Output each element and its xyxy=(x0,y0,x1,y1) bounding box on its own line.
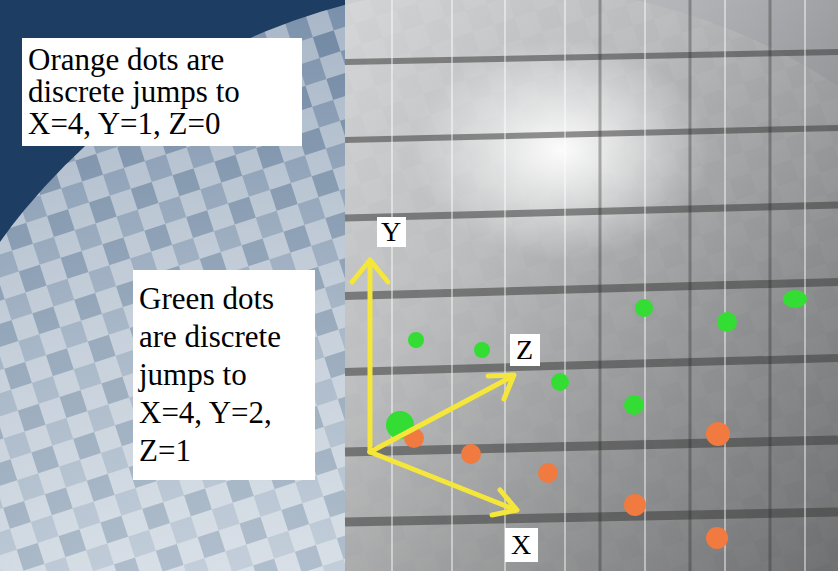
green-dot xyxy=(408,332,424,348)
axis-label: X xyxy=(511,531,531,559)
y-axis-arrow xyxy=(368,262,373,452)
x-axis-arrow xyxy=(370,452,516,510)
green-dot xyxy=(717,312,737,332)
axis-label-box: Y xyxy=(377,217,406,247)
shelf-line xyxy=(345,205,838,218)
axis-label-box: X xyxy=(505,528,538,562)
column-line xyxy=(724,0,726,571)
green-dot xyxy=(624,395,644,415)
axis-label-box: Z xyxy=(510,334,540,366)
shelf-line xyxy=(345,358,838,372)
column-line xyxy=(391,0,393,571)
column-line xyxy=(564,0,566,571)
green-dots xyxy=(386,290,807,439)
note-text: Orange dots are discrete jumps to X=4, Y… xyxy=(28,44,296,140)
green-dot xyxy=(635,299,653,317)
note-box: Green dots are discrete jumps to X=4, Y=… xyxy=(133,270,315,480)
orange-dot xyxy=(538,463,558,483)
note-box: Orange dots are discrete jumps to X=4, Y… xyxy=(22,38,302,146)
column-line xyxy=(689,0,692,571)
shelf-line xyxy=(345,128,838,140)
grid-depth xyxy=(600,0,770,571)
green-dot xyxy=(551,373,569,391)
column-line xyxy=(599,0,602,571)
column-line xyxy=(504,0,506,571)
light-glow xyxy=(410,40,710,260)
x-axis-arrowhead xyxy=(492,490,517,515)
z-axis-arrow xyxy=(370,376,513,452)
shelf-line xyxy=(345,52,838,62)
axis-label: Z xyxy=(516,336,533,364)
orange-dot xyxy=(461,444,481,464)
grid-shelves xyxy=(345,52,838,522)
orange-dot xyxy=(706,422,730,446)
axis-arrows xyxy=(352,260,517,515)
orange-dot xyxy=(706,527,728,549)
shelf-line xyxy=(345,282,838,296)
note-text: Green dots are discrete jumps to X=4, Y=… xyxy=(139,280,309,470)
axis-label: Y xyxy=(381,218,401,246)
green-dot xyxy=(783,290,807,308)
column-line xyxy=(804,0,806,571)
z-axis-arrowhead xyxy=(488,375,514,399)
y-axis-arrowhead xyxy=(352,260,388,282)
column-line xyxy=(644,0,646,571)
column-line xyxy=(769,0,772,571)
orange-dot xyxy=(624,494,646,516)
shelf-line xyxy=(345,512,838,522)
glass-grid xyxy=(345,0,838,571)
green-dot xyxy=(474,342,490,358)
